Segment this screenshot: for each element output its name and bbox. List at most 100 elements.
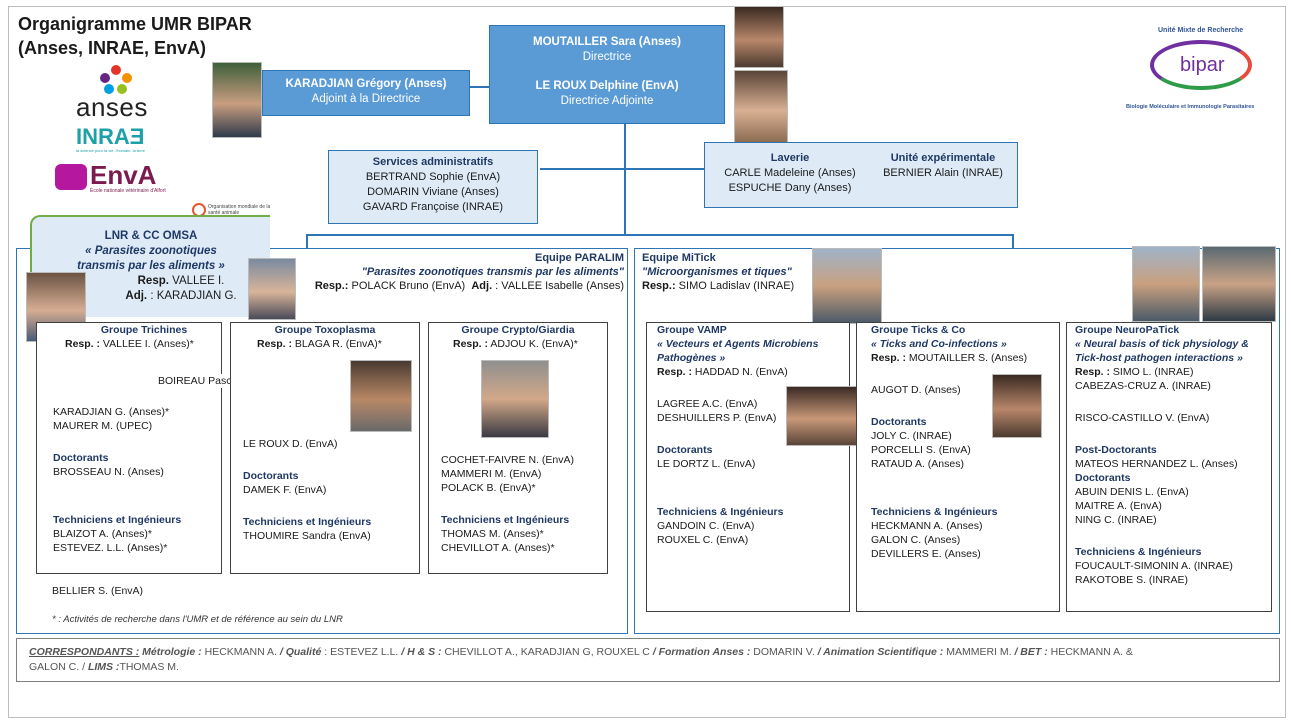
bet-value-cont: GALON C. / — [29, 661, 88, 673]
moutailler-photo — [992, 374, 1042, 438]
crypto-tech: THOMAS M. (Anses)* — [441, 528, 544, 540]
crypto-tech-title: Techniciens et Ingénieurs — [441, 514, 570, 526]
vamp-doct: LE DORTZ L. (EnvA) — [657, 458, 756, 470]
paralim-adj-label: Adj. — [471, 280, 493, 292]
trichines-doct: BROSSEAU N. (Anses) — [53, 466, 164, 478]
vamp-resp: Resp. : HADDAD N. (EnvA) — [657, 365, 849, 379]
mitick-resp: SIMO Ladislav (INRAE) — [675, 280, 795, 292]
neuro-resp: Resp. : SIMO L. (INRAE) — [1075, 365, 1271, 379]
toxo-resp: Resp. : BLAGA R. (EnvA)* — [231, 337, 419, 351]
admin-member: DOMARIN Viviane (Anses) — [367, 186, 499, 198]
correspondants-line-1: CORRESPONDANTS : Métrologie : HECKMANN A… — [29, 645, 1267, 660]
paralim-header: Equipe PARALIM "Parasites zoonotiques tr… — [296, 251, 624, 293]
ticks-title: Groupe Ticks & Co — [871, 324, 966, 336]
trichines-resp: Resp. : VALLEE I. (Anses)* — [37, 337, 221, 351]
bipar-logo-ring — [1150, 40, 1252, 90]
ticks-tech-title: Techniciens & Ingénieurs — [871, 506, 998, 518]
bipar-logo-top: Unité Mixte de Recherche — [1158, 27, 1244, 34]
trichines-resp-value: VALLEE I. (Anses)* — [100, 338, 194, 350]
crypto-title: Groupe Crypto/Giardia — [461, 324, 575, 336]
metro-value: HECKMANN A. — [204, 646, 280, 658]
laverie-title: Laverie — [770, 152, 810, 164]
bipar-logo: bipar — [1180, 54, 1225, 76]
toxo-tech: THOUMIRE Sandra (EnvA) — [243, 530, 371, 542]
ticks-tech: GALON C. (Anses) — [871, 534, 961, 546]
group-neuropatick: Groupe NeuroPaTick « Neural basis of tic… — [1066, 322, 1272, 612]
trichines-extra: BELLIER S. (EnvA) — [52, 585, 144, 597]
qual-value: : ESTEVEZ L.L. — [321, 646, 402, 658]
trichines-title: Groupe Trichines — [100, 324, 188, 336]
ticks-resp-label: Resp. : — [871, 352, 907, 364]
toxo-title: Groupe Toxoplasma — [274, 324, 376, 336]
qual-label: / Qualité — [279, 646, 322, 658]
mitick-resp-label: Resp.: — [642, 280, 676, 292]
ticks-subtitle: « Ticks and Co-infections » — [871, 338, 1007, 350]
ticks-doct: RATAUD A. (Anses) — [871, 458, 964, 470]
mitick-subtitle: "Microorganismes et tiques" — [642, 266, 792, 278]
neuro-doct: ABUIN DENIS L. (EnvA) — [1075, 486, 1189, 498]
lnr-adj-label: Adj. — [125, 290, 148, 302]
lnr-resp: Resp. VALLEE I. — [32, 274, 270, 289]
director-name: MOUTAILLER Sara (Anses) — [532, 36, 682, 48]
admin-box: Services administratifs BERTRAND Sophie … — [328, 150, 538, 224]
anim-value: MAMMERI M. — [943, 646, 1015, 658]
correspondants-box: CORRESPONDANTS : Métrologie : HECKMANN A… — [16, 638, 1280, 682]
lnr-adj: Adj. : KARADJIAN G. — [32, 289, 270, 304]
vamp-member: LAGREE A.C. (EnvA) — [657, 398, 758, 410]
trichines-member: KARADJIAN G. (Anses)* — [53, 406, 170, 418]
group-ticks: Groupe Ticks & Co « Ticks and Co-infecti… — [856, 322, 1060, 612]
neuro-doct-title: Doctorants — [1075, 472, 1131, 484]
neuro-doct: NING C. (INRAE) — [1075, 514, 1157, 526]
vamp-subtitle-1: « Vecteurs et Agents Microbiens — [657, 338, 819, 350]
neuro-postdoc-title: Post-Doctorants — [1075, 444, 1157, 456]
paralim-resp: POLACK Bruno (EnvA) — [348, 280, 466, 292]
connector-mitick — [1012, 234, 1014, 248]
bet-label: / BET : — [1014, 646, 1051, 658]
toxo-tech-title: Techniciens et Ingénieurs — [243, 516, 372, 528]
blaga-photo — [350, 360, 412, 432]
anim-label: / Animation Scientifique : — [817, 646, 944, 658]
form-value: DOMARIN V. — [750, 646, 818, 658]
lnr-resp-label: Resp. — [137, 275, 169, 287]
enva-logo-icon — [55, 164, 87, 190]
neuro-tech: RAKOTOBE S. (INRAE) — [1075, 574, 1188, 586]
vamp-title: Groupe VAMP — [657, 324, 727, 336]
ticks-tech: HECKMANN A. (Anses) — [871, 520, 983, 532]
trichines-doct-title: Doctorants — [53, 452, 109, 464]
admin-title: Services administratifs — [372, 156, 494, 168]
paralim-adj: : VALLEE Isabelle (Anses) — [492, 280, 624, 292]
paralim-resp-label: Resp.: — [314, 280, 349, 292]
lnr-adj-value: : KARADJIAN G. — [147, 290, 237, 302]
adjou-photo — [481, 360, 549, 438]
ticks-doct-title: Doctorants — [871, 416, 927, 428]
lims-value: THOMAS M. — [119, 661, 179, 673]
lnr-title: LNR & CC OMSA — [104, 230, 198, 242]
oie-logo-text: Organisation mondiale de la santé animal… — [208, 204, 271, 216]
anses-logo — [98, 64, 134, 94]
connector-horizontal — [306, 234, 1014, 236]
unit-exp-member: BERNIER Alain (INRAE) — [883, 167, 1003, 179]
group-vamp: Groupe VAMP « Vecteurs et Agents Microbi… — [646, 322, 850, 612]
neuro-doct: MAITRE A. (EnvA) — [1075, 500, 1162, 512]
form-label: / Formation Anses : — [652, 646, 751, 658]
laverie-member: CARLE Madeleine (Anses) — [724, 167, 856, 179]
assistant-role: Adjoint à la Directrice — [311, 93, 421, 105]
connector-main-vertical — [624, 124, 626, 236]
director-photo — [734, 6, 784, 68]
lims-label: LIMS : — [87, 661, 120, 673]
vamp-resp-value: HADDAD N. (EnvA) — [692, 366, 788, 378]
metro-label: Métrologie : — [139, 646, 205, 658]
inrae-logo: INRAƎ — [76, 124, 145, 149]
vamp-tech: GANDOIN C. (EnvA) — [657, 520, 755, 532]
neuro-subtitle-2: Tick-host pathogen interactions » — [1075, 352, 1243, 364]
assistant-box: KARADJIAN Grégory (Anses) Adjoint à la D… — [262, 70, 470, 116]
deputy-name: LE ROUX Delphine (EnvA) — [535, 80, 679, 92]
toxo-resp-label: Resp. : — [257, 338, 293, 350]
connector-assistant — [470, 86, 490, 88]
bipar-logo-bottom: Biologie Moléculaire et Immunologie Para… — [1126, 104, 1255, 110]
title-line-2: (Anses, INRAE, EnvA) — [18, 38, 207, 58]
toxo-member: LE ROUX D. (EnvA) — [243, 438, 338, 450]
connector-laverie — [626, 168, 706, 170]
paralim-resp-line: Resp.: POLACK Bruno (EnvA) Adj. : VALLEE… — [296, 279, 624, 293]
hs-value: CHEVILLOT A., KARADJIAN G, ROUXEL C — [444, 646, 653, 658]
